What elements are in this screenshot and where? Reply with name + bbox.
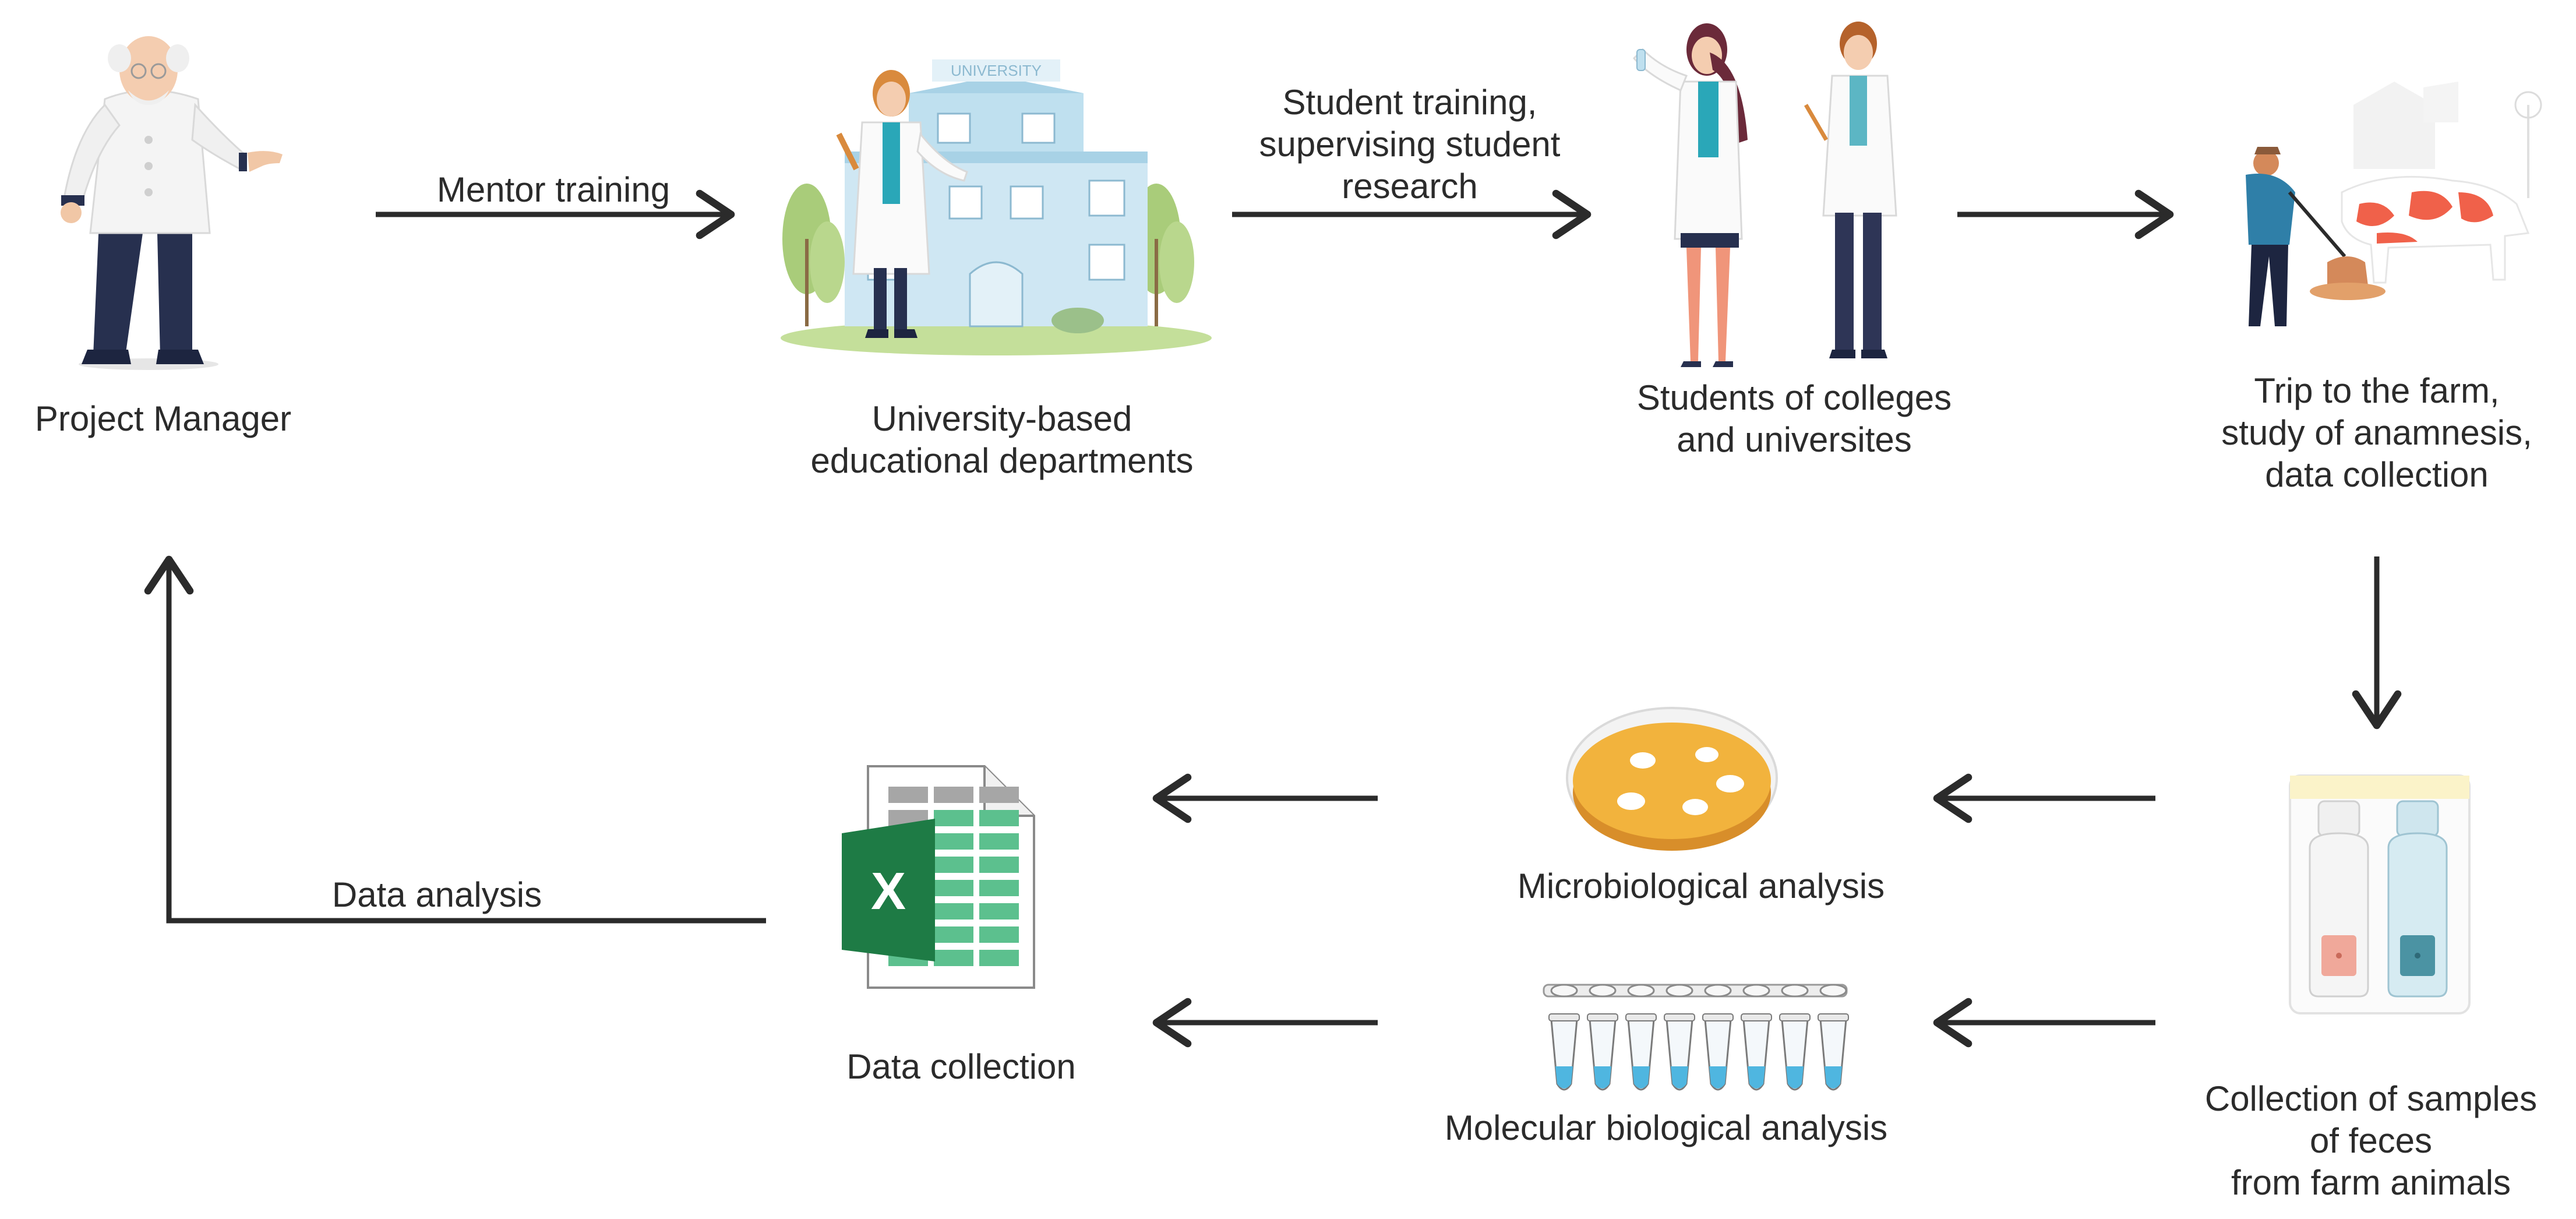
pcr-tube-liquid	[1594, 1066, 1611, 1088]
label-farm-trip-line-2: study of anamnesis,	[2221, 413, 2532, 452]
spreadsheet-cell	[979, 833, 1019, 850]
petri-dish-icon	[1566, 707, 1778, 851]
university-sign-text: UNIVERSITY	[951, 62, 1042, 79]
edge-label-student-training-line-3: research	[1342, 167, 1478, 206]
edge-label-mentor-training-line-1: Mentor training	[436, 170, 671, 209]
pcr-tube-liquid	[1632, 1066, 1650, 1088]
label-samples-line-2: of feces	[2309, 1121, 2433, 1160]
edge-label-student-training-line-1: Student training,	[1282, 83, 1537, 122]
university-illustration: UNIVERSITY	[781, 59, 1212, 355]
pcr-tube-cap	[1742, 984, 1770, 998]
project-manager-illustration	[61, 36, 283, 370]
spreadsheet-cell	[979, 810, 1019, 826]
pcr-tube-cap	[1781, 984, 1809, 998]
pcr-tube-rim	[1702, 1013, 1734, 1021]
arrow-data-analysis	[144, 555, 766, 924]
spreadsheet-cell	[934, 833, 973, 850]
label-students-line-2: and universites	[1677, 420, 1912, 459]
label-molecular-line-1: Molecular biological analysis	[1444, 1108, 1888, 1147]
pcr-tube-cap	[1704, 984, 1732, 998]
label-data-collection-line-1: Data collection	[846, 1047, 1076, 1086]
pcr-tube-rim	[1664, 1013, 1695, 1021]
spreadsheet-cell	[934, 950, 973, 966]
label-samples: Collection of samples of feces from farm…	[2167, 1078, 2575, 1204]
spreadsheet-cell	[934, 903, 973, 919]
spreadsheet-cell	[934, 926, 973, 943]
spreadsheet-illustration: X	[842, 765, 1035, 989]
label-university-line-1: University-based	[871, 399, 1132, 438]
pcr-tube-rim	[1548, 1013, 1580, 1021]
professor-icon	[61, 36, 283, 370]
edge-label-student-training-line-2: supervising student	[1259, 125, 1561, 164]
label-microbiological-line-1: Microbiological analysis	[1517, 866, 1885, 906]
label-farm-trip-line-1: Trip to the farm,	[2254, 371, 2500, 410]
pcr-tubes-illustration	[1543, 984, 1849, 1091]
label-project-manager: Project Manager	[0, 398, 326, 440]
pcr-tube-rim	[1818, 1013, 1849, 1021]
pcr-tube-liquid	[1555, 1066, 1573, 1088]
label-samples-line-1: Collection of samples	[2204, 1079, 2538, 1118]
pcr-tube-rim	[1625, 1013, 1657, 1021]
pcr-tube-rim	[1587, 1013, 1618, 1021]
edge-label-mentor-training: Mentor training	[373, 169, 734, 211]
spreadsheet-cell	[979, 950, 1019, 966]
label-microbiological: Microbiological analysis	[1445, 865, 1957, 907]
label-farm-trip: Trip to the farm, study of anamnesis, da…	[2179, 370, 2575, 496]
spreadsheet-cell	[888, 787, 928, 803]
university-building-icon: UNIVERSITY	[781, 59, 1212, 355]
pcr-tube-liquid	[1825, 1066, 1842, 1088]
label-farm-trip-line-3: data collection	[2265, 455, 2489, 494]
label-students: Students of colleges and universites	[1573, 377, 2016, 461]
pcr-tube-liquid	[1671, 1066, 1688, 1088]
pcr-tube-rim	[1741, 1013, 1772, 1021]
pcr-tube-liquid	[1709, 1066, 1727, 1088]
spreadsheet-cell	[934, 880, 973, 896]
spreadsheet-cell	[979, 926, 1019, 943]
label-university: University-based educational departments	[757, 398, 1247, 482]
spreadsheet-cell	[934, 787, 973, 803]
spreadsheet-cell	[934, 857, 973, 873]
edge-label-data-analysis-line-1: Data analysis	[331, 875, 542, 914]
petri-dish-illustration	[1566, 707, 1778, 851]
label-data-collection: Data collection	[775, 1046, 1148, 1088]
sample-bottles-icon	[2289, 774, 2471, 1014]
students-illustration	[1632, 22, 1897, 367]
pcr-tube-cap	[1589, 984, 1617, 998]
pcr-tube-rim	[1779, 1013, 1811, 1021]
label-students-line-1: Students of colleges	[1636, 378, 1952, 417]
label-university-line-2: educational departments	[810, 441, 1194, 480]
spreadsheet-x-letter: X	[871, 862, 906, 921]
pcr-tube-liquid	[1786, 1066, 1804, 1088]
pcr-tube-cap	[1665, 984, 1693, 998]
edge-label-data-analysis: Data analysis	[256, 874, 617, 916]
spreadsheet-cell	[979, 787, 1019, 803]
pcr-tube-cap	[1627, 984, 1655, 998]
pcr-tubes-icon	[1543, 984, 1849, 1091]
label-project-manager-line-1: Project Manager	[34, 399, 292, 438]
farm-illustration	[2246, 82, 2542, 326]
spreadsheet-file-icon: X	[842, 765, 1035, 989]
students-icon	[1632, 22, 1897, 367]
pcr-tube-liquid	[1748, 1066, 1765, 1088]
spreadsheet-cell	[979, 903, 1019, 919]
edge-label-student-training: Student training, supervising student re…	[1212, 82, 1608, 207]
spreadsheet-cell	[979, 857, 1019, 873]
pcr-tube-cap	[1819, 984, 1847, 998]
label-molecular: Molecular biological analysis	[1386, 1107, 1946, 1149]
samples-illustration	[2289, 774, 2471, 1014]
label-samples-line-3: from farm animals	[2231, 1163, 2511, 1202]
farm-icon	[2246, 82, 2542, 326]
pcr-tube-cap	[1550, 984, 1578, 998]
spreadsheet-cell	[934, 810, 973, 826]
spreadsheet-cell	[979, 880, 1019, 896]
